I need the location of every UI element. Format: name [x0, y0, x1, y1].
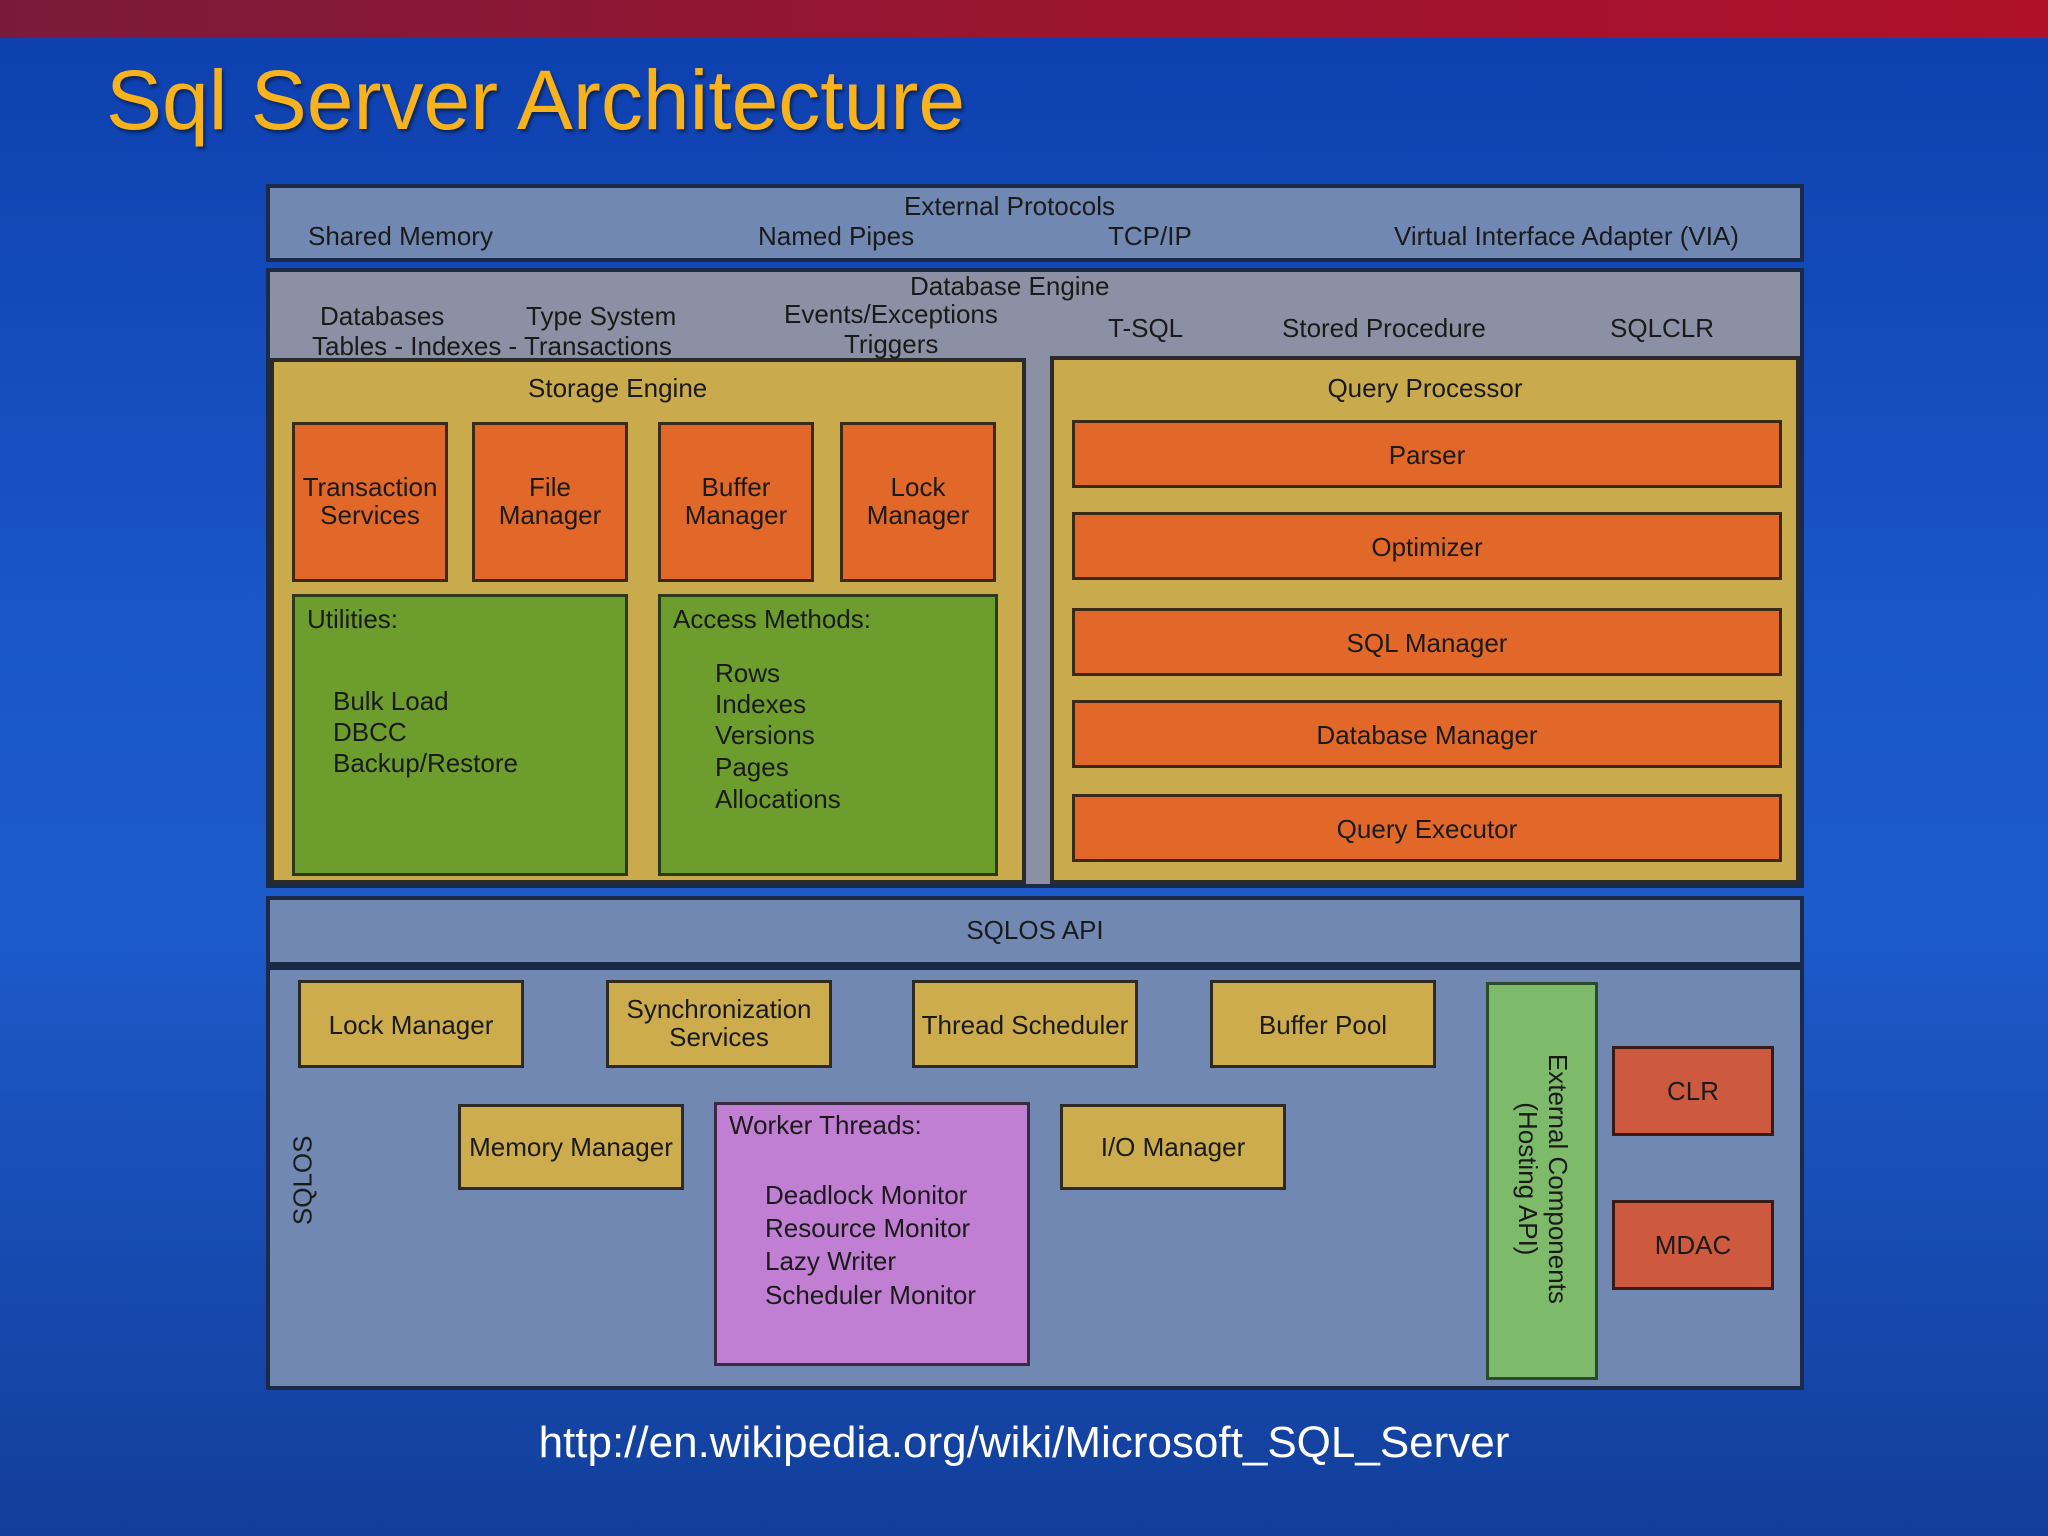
transaction-services-box: Transaction Services: [292, 422, 448, 582]
memory-manager-label: Memory Manager: [469, 1132, 673, 1162]
worker-thread-item: Resource Monitor: [765, 1213, 971, 1243]
buffer-manager-box: Buffer Manager: [658, 422, 814, 582]
synchronization-services-label-line2: Services: [669, 1022, 769, 1052]
thread-scheduler-box: Thread Scheduler: [912, 980, 1138, 1068]
sql-manager-box: SQL Manager: [1072, 608, 1782, 676]
worker-threads-box: Worker Threads: Deadlock Monitor Resourc…: [714, 1102, 1030, 1366]
sqlos-lock-manager-label: Lock Manager: [328, 1010, 494, 1040]
lock-manager-storage-label-line1: Lock: [890, 472, 946, 502]
slide-title: Sql Server Architecture: [106, 53, 966, 147]
external-components-line1: External Components: [1542, 1053, 1573, 1304]
access-method-item: Indexes: [715, 689, 807, 719]
database-manager-box: Database Manager: [1072, 700, 1782, 768]
clr-box: CLR: [1612, 1046, 1774, 1136]
worker-thread-item: Lazy Writer: [765, 1246, 896, 1276]
source-url[interactable]: http://en.wikipedia.org/wiki/Microsoft_S…: [538, 1418, 1510, 1467]
external-protocols-label: External Protocols: [904, 191, 1115, 221]
memory-manager-box: Memory Manager: [458, 1104, 684, 1190]
io-manager-box: I/O Manager: [1060, 1104, 1286, 1190]
parser-label: Parser: [1388, 440, 1466, 470]
lock-manager-storage-box: Lock Manager: [840, 422, 996, 582]
io-manager-label: I/O Manager: [1100, 1132, 1246, 1162]
parser-box: Parser: [1072, 420, 1782, 488]
database-manager-label: Database Manager: [1316, 720, 1538, 750]
access-method-item: Pages: [715, 752, 789, 782]
utility-item: DBCC: [333, 717, 407, 747]
utility-item: Backup/Restore: [333, 748, 518, 778]
optimizer-box: Optimizer: [1072, 512, 1782, 580]
mdac-label: MDAC: [1654, 1230, 1732, 1260]
sqlos-api-label: SQLOS API: [966, 915, 1104, 945]
sqlos-api-box: SQLOS API: [266, 896, 1804, 966]
sql-manager-label: SQL Manager: [1346, 628, 1508, 658]
external-protocols-box: External Protocols Shared Memory Named P…: [266, 184, 1804, 262]
access-methods-label: Access Methods:: [673, 604, 871, 634]
buffer-manager-label-line1: Buffer: [701, 472, 771, 502]
databases-label: Databases: [320, 301, 445, 331]
worker-thread-item: Scheduler Monitor: [765, 1280, 976, 1310]
buffer-pool-label: Buffer Pool: [1258, 1010, 1388, 1040]
external-components-label: External Components (Hosting API): [1512, 982, 1573, 1376]
transaction-services-label-line1: Transaction: [302, 472, 438, 502]
optimizer-label: Optimizer: [1371, 532, 1483, 562]
external-components-line2: (Hosting API): [1513, 1102, 1543, 1256]
file-manager-box: File Manager: [472, 422, 628, 582]
tsql-label: T-SQL: [1108, 313, 1184, 343]
query-executor-label: Query Executor: [1336, 814, 1518, 844]
utility-item: Bulk Load: [333, 686, 449, 716]
access-methods-box: Access Methods: Rows Indexes Versions Pa…: [658, 594, 998, 876]
storage-engine-label: Storage Engine: [528, 373, 708, 403]
external-components-box: External Components (Hosting API): [1486, 982, 1598, 1380]
sqlos-label: SQLOS: [287, 1135, 318, 1226]
file-manager-label-line2: Manager: [498, 500, 602, 530]
protocol-via: Virtual Interface Adapter (VIA): [1394, 221, 1739, 251]
sqlclr-label: SQLCLR: [1610, 313, 1715, 343]
thread-scheduler-label: Thread Scheduler: [921, 1010, 1129, 1040]
triggers-label: Triggers: [844, 329, 939, 359]
utilities-label: Utilities:: [307, 604, 399, 634]
mdac-box: MDAC: [1612, 1200, 1774, 1290]
database-engine-label: Database Engine: [910, 271, 1110, 301]
clr-label: CLR: [1666, 1076, 1719, 1106]
protocol-shared-memory: Shared Memory: [308, 221, 493, 251]
query-processor-label: Query Processor: [1327, 373, 1523, 403]
transaction-services-label-line2: Services: [320, 500, 420, 530]
worker-threads-label: Worker Threads:: [729, 1110, 922, 1140]
tables-indexes-transactions-label: Tables - Indexes - Transactions: [312, 331, 672, 361]
slide-top-bar: [0, 0, 2048, 38]
query-executor-box: Query Executor: [1072, 794, 1782, 862]
protocol-named-pipes: Named Pipes: [758, 221, 915, 251]
buffer-manager-label-line2: Manager: [684, 500, 788, 530]
type-system-label: Type System: [526, 301, 677, 331]
protocol-tcp-ip: TCP/IP: [1108, 221, 1192, 251]
events-exceptions-label: Events/Exceptions: [784, 299, 998, 329]
lock-manager-storage-label-line2: Manager: [866, 500, 970, 530]
sqlos-lock-manager-box: Lock Manager: [298, 980, 524, 1068]
access-method-item: Rows: [715, 658, 781, 688]
utilities-box: Utilities: Bulk Load DBCC Backup/Restore: [292, 594, 628, 876]
stored-procedure-label: Stored Procedure: [1282, 313, 1486, 343]
file-manager-label-line1: File: [529, 472, 571, 502]
worker-thread-item: Deadlock Monitor: [765, 1180, 968, 1210]
access-method-item: Allocations: [715, 784, 841, 814]
synchronization-services-box: Synchronization Services: [606, 980, 832, 1068]
buffer-pool-box: Buffer Pool: [1210, 980, 1436, 1068]
access-method-item: Versions: [715, 720, 815, 750]
synchronization-services-label-line1: Synchronization: [626, 994, 812, 1024]
